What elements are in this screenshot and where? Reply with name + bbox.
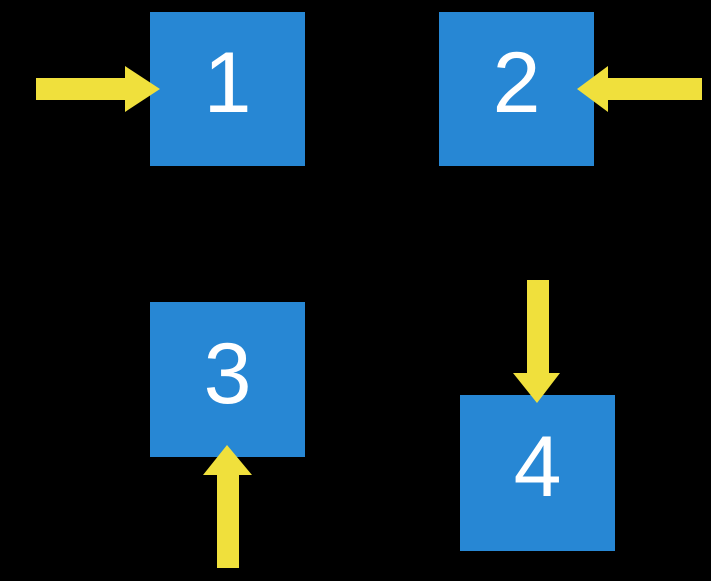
box-2-label: 2 xyxy=(492,35,541,131)
box-1-label: 1 xyxy=(203,35,252,131)
numbered-box-4: 4 xyxy=(460,395,615,551)
right-arrow-icon xyxy=(36,66,160,112)
numbered-box-3: 3 xyxy=(150,302,305,457)
box-3-label: 3 xyxy=(203,325,252,422)
left-arrow-icon xyxy=(577,66,702,112)
up-arrow-icon xyxy=(203,445,252,568)
box-4-label: 4 xyxy=(513,419,562,515)
numbered-box-2: 2 xyxy=(439,12,594,166)
down-arrow-icon xyxy=(513,280,560,403)
numbered-box-1: 1 xyxy=(150,12,305,166)
